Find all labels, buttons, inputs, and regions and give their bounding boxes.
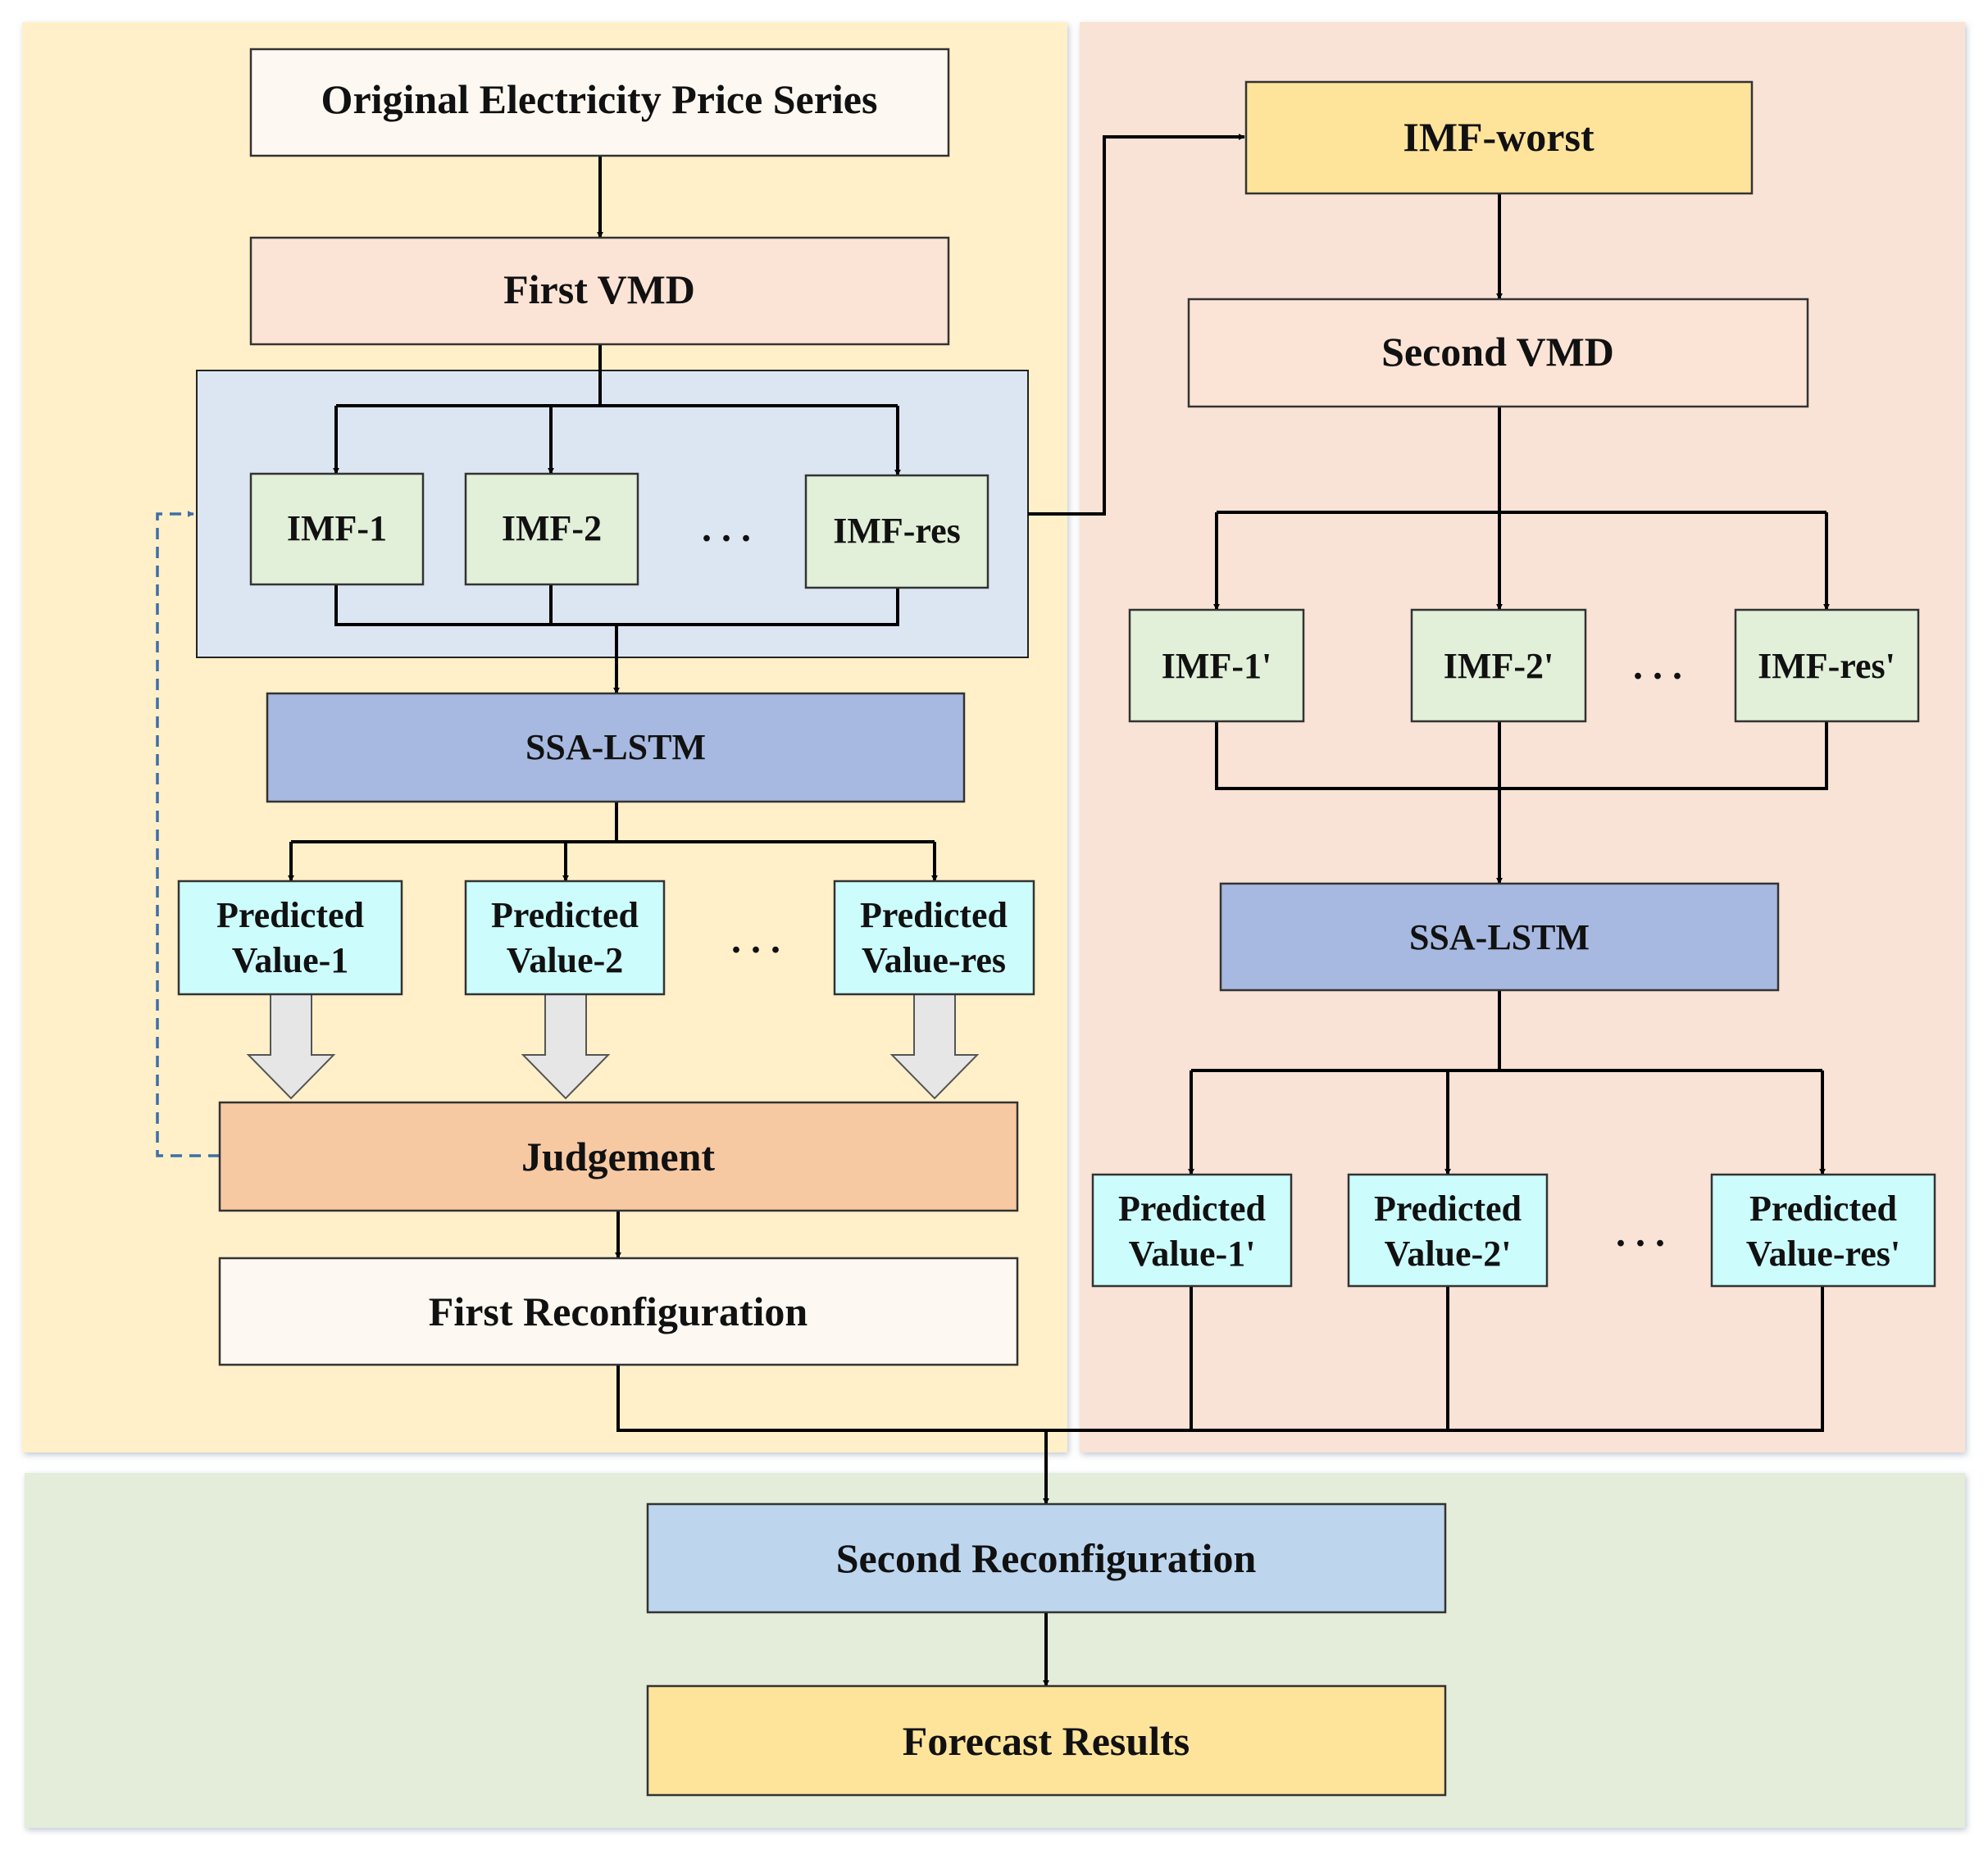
judgement-box bbox=[218, 1101, 1019, 1212]
predicted-value-2-line1: Predicted bbox=[491, 895, 639, 935]
imf-2-box bbox=[464, 472, 639, 586]
hollow-arrow-2 bbox=[521, 993, 611, 1100]
predicted-value-1-box bbox=[177, 880, 403, 996]
predicted-value-1p-line2: Value-1' bbox=[1129, 1234, 1256, 1274]
second-reconfiguration-box bbox=[646, 1502, 1447, 1614]
imf-1-label: IMF-1 bbox=[287, 508, 387, 548]
ssa-lstm-1-label: SSA-LSTM bbox=[525, 727, 706, 767]
imf-2-label: IMF-2 bbox=[502, 508, 602, 548]
predicted-value-resp-line2: Value-res' bbox=[1746, 1234, 1900, 1274]
imf-1p-box bbox=[1128, 608, 1305, 723]
second-reconfiguration-label: Second Reconfiguration bbox=[836, 1535, 1257, 1581]
ssa-lstm-2-label: SSA-LSTM bbox=[1409, 917, 1590, 957]
predicted-value-resp-box bbox=[1710, 1173, 1936, 1288]
predicted-value-2p-box bbox=[1347, 1173, 1549, 1288]
predicted-value-resp-line1: Predicted bbox=[1749, 1189, 1897, 1229]
predicted-value-1-line1: Predicted bbox=[216, 895, 364, 935]
predicted-value-2-box bbox=[464, 880, 666, 996]
imf-worst-label: IMF-worst bbox=[1403, 114, 1594, 160]
feedback-dashed-line bbox=[156, 511, 220, 1157]
first-vmd-box bbox=[249, 236, 950, 346]
imf-2p-label: IMF-2' bbox=[1444, 646, 1554, 686]
predicted-value-res-box bbox=[833, 880, 1035, 996]
predicted-value-1-line2: Value-1 bbox=[232, 940, 349, 980]
ellipsis-3: . . . bbox=[1633, 644, 1682, 688]
imf-1-box bbox=[249, 472, 425, 586]
judgement-label: Judgement bbox=[521, 1134, 715, 1179]
original-series-box bbox=[249, 48, 950, 157]
predicted-value-1p-box bbox=[1091, 1173, 1293, 1288]
hollow-arrows bbox=[246, 993, 980, 1100]
forecast-results-box bbox=[646, 1684, 1447, 1797]
first-reconfiguration-label: First Reconfiguration bbox=[429, 1289, 808, 1334]
hollow-arrow-3 bbox=[889, 993, 980, 1100]
connectors-second-stage bbox=[1188, 193, 1830, 1175]
imf-worst-box bbox=[1244, 80, 1754, 195]
connectors-merge bbox=[616, 1286, 1824, 1687]
second-vmd-box bbox=[1187, 298, 1809, 408]
predicted-value-2p-line1: Predicted bbox=[1374, 1189, 1522, 1229]
imf-res-box bbox=[804, 474, 989, 589]
predicted-value-2p-line2: Value-2' bbox=[1385, 1234, 1512, 1274]
predicted-value-1p-line1: Predicted bbox=[1118, 1189, 1266, 1229]
ellipsis-2: . . . bbox=[731, 918, 780, 961]
predicted-value-2-line2: Value-2 bbox=[507, 940, 624, 980]
first-reconfiguration-box bbox=[218, 1257, 1019, 1366]
hollow-arrow-1 bbox=[246, 993, 336, 1100]
imf-2p-box bbox=[1410, 608, 1587, 723]
connectors-first-stage bbox=[288, 134, 1245, 1259]
imf-resp-label: IMF-res' bbox=[1758, 646, 1895, 686]
second-vmd-label: Second VMD bbox=[1381, 329, 1614, 375]
ellipsis-1: . . . bbox=[702, 507, 751, 550]
ellipsis-4: . . . bbox=[1616, 1211, 1665, 1255]
predicted-value-res-line1: Predicted bbox=[860, 895, 1008, 935]
forecast-results-label: Forecast Results bbox=[903, 1718, 1190, 1764]
predicted-value-res-line2: Value-res bbox=[862, 940, 1006, 980]
imf-1p-label: IMF-1' bbox=[1162, 646, 1272, 686]
imf-resp-box bbox=[1734, 608, 1920, 723]
first-vmd-label: First VMD bbox=[503, 266, 695, 312]
imf-res-label: IMF-res bbox=[833, 511, 961, 551]
original-series-label: Original Electricity Price Series bbox=[321, 76, 878, 122]
ssa-lstm-1-box bbox=[266, 692, 966, 803]
ssa-lstm-2-box bbox=[1219, 882, 1780, 992]
